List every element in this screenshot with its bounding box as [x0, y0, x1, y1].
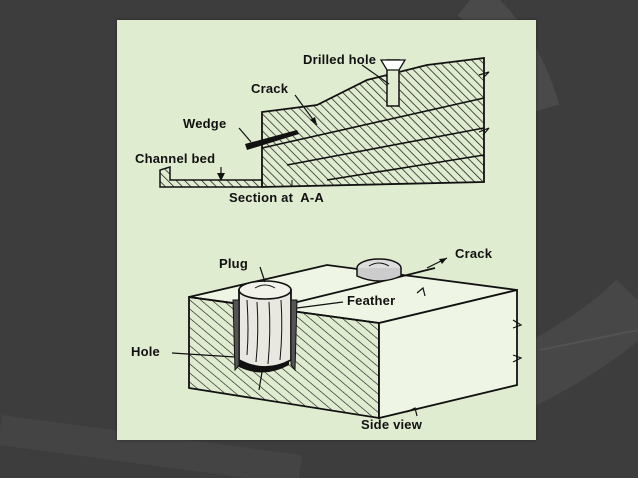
- diagram-panel: Drilled hole Crack Wedge Channel bed Sec…: [117, 20, 536, 440]
- label-drilled-hole: Drilled hole: [303, 52, 377, 67]
- label-plug: Plug: [219, 256, 248, 271]
- section-caption: Section at A-A: [229, 190, 324, 205]
- label-crack-section: Crack: [251, 81, 289, 96]
- section-view: [159, 56, 490, 188]
- label-feather: Feather: [347, 293, 396, 308]
- side-view-caption: Side view: [361, 417, 423, 432]
- label-hole: Hole: [131, 344, 160, 359]
- side-view: [171, 257, 523, 420]
- quarry-wedge-diagram: [159, 56, 523, 420]
- label-crack-side: Crack: [455, 246, 493, 261]
- label-channel-bed: Channel bed: [135, 151, 216, 166]
- label-wedge: Wedge: [183, 116, 227, 131]
- wedge-shape: [245, 130, 299, 150]
